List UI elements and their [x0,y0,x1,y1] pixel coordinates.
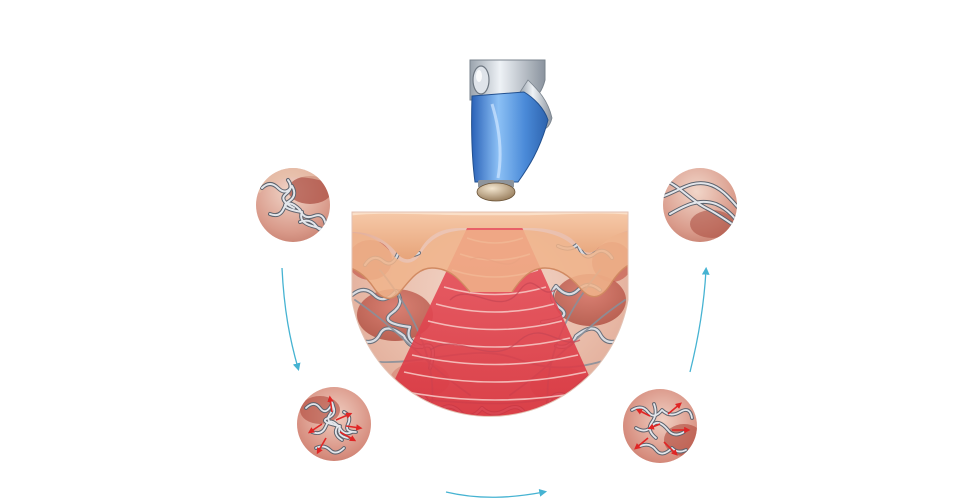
skin-surface [352,212,628,299]
heat-arrow-icon [634,402,691,456]
collagen-stage-icon [297,387,371,461]
heat-arrow-icon [307,395,363,455]
collagen-stage-icon [623,389,697,463]
cycle-arrow-icon [281,266,710,498]
skin-cross-section-icon [351,211,629,417]
collagen-stage-icon [256,168,330,242]
handpiece-icon [469,59,553,202]
collagen-stage-icon [663,168,737,242]
